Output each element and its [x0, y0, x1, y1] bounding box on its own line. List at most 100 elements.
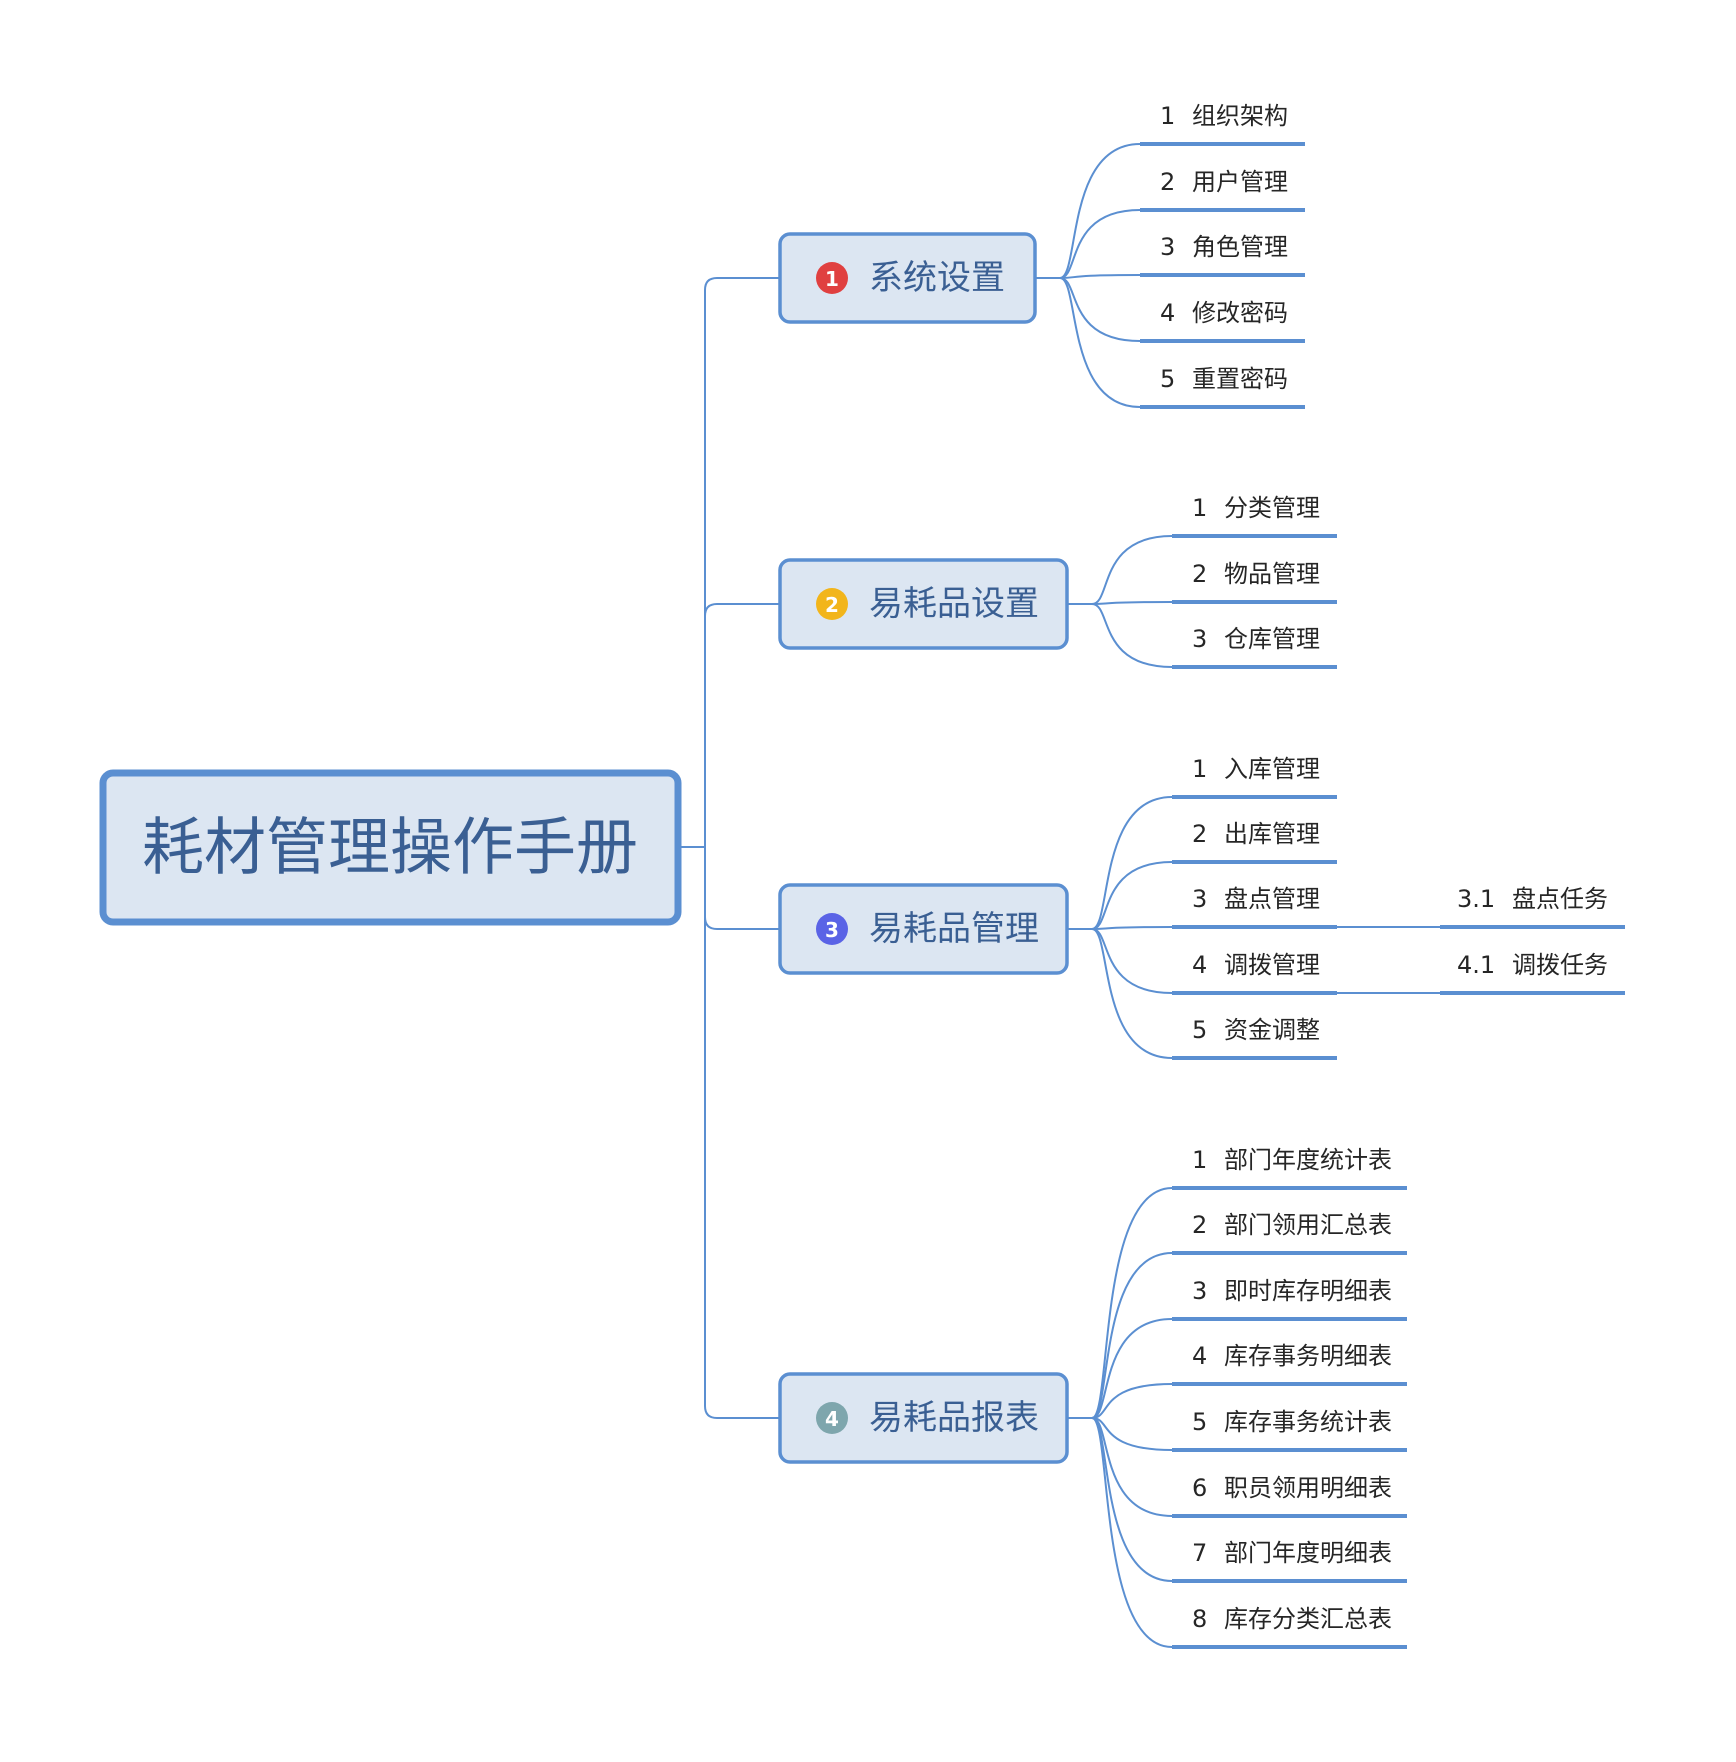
leaf-label: 部门年度明细表	[1224, 1539, 1392, 1567]
leaf-topic[interactable]: 8 库存分类汇总表	[1172, 1605, 1407, 1649]
leaf-topic[interactable]: 4 库存事务明细表	[1172, 1342, 1407, 1386]
leaf-label: 仓库管理	[1224, 625, 1320, 653]
leaf-label: 盘点管理	[1224, 885, 1320, 913]
leaf-topic[interactable]: 3 仓库管理	[1172, 625, 1337, 669]
priority-2-icon	[816, 588, 848, 620]
leaf-label: 职员领用明细表	[1224, 1474, 1392, 1502]
priority-number: 2	[825, 593, 839, 617]
leaf-label: 出库管理	[1224, 820, 1320, 848]
branch-topic-3[interactable]: 3 易耗品管理	[778, 883, 1069, 975]
branch-connector	[704, 1405, 780, 1419]
sub-topic[interactable]: 3.1 盘点任务	[1440, 885, 1625, 929]
leaf-connector	[1091, 1318, 1173, 1419]
branch-label: 系统设置	[869, 258, 1005, 298]
priority-4-icon	[816, 1402, 848, 1434]
leaf-label: 资金调整	[1224, 1016, 1320, 1044]
branch-label: 易耗品管理	[869, 909, 1039, 949]
leaf-label: 分类管理	[1224, 494, 1320, 522]
branch-box	[778, 232, 1037, 324]
leaf-connector	[1091, 926, 1173, 930]
sub-topic[interactable]: 4.1 调拨任务	[1440, 951, 1625, 995]
leaf-label: 修改密码	[1192, 299, 1288, 327]
branch-connector	[704, 277, 780, 291]
leaf-label: 物品管理	[1224, 560, 1320, 588]
leaf-topic[interactable]: 1 部门年度统计表	[1172, 1146, 1407, 1190]
priority-number: 4	[825, 1407, 839, 1431]
leaf-connector	[1091, 1417, 1173, 1648]
leaf-label: 重置密码	[1192, 365, 1288, 393]
sub-label: 盘点任务	[1512, 885, 1608, 913]
priority-3-icon	[816, 913, 848, 945]
sub-number: 3.1	[1457, 885, 1495, 913]
leaf-number: 4	[1192, 1342, 1207, 1370]
leaf-topic[interactable]: 1 组织架构	[1140, 102, 1305, 146]
leaf-label: 库存事务明细表	[1224, 1342, 1392, 1370]
leaf-label: 库存事务统计表	[1224, 1408, 1392, 1436]
leaf-connector	[1091, 1383, 1173, 1419]
leaf-number: 3	[1192, 1277, 1207, 1305]
leaf-connector	[1091, 796, 1173, 930]
leaf-connector	[1059, 274, 1141, 279]
leaf-label: 库存分类汇总表	[1224, 1605, 1392, 1633]
leaf-topic[interactable]: 5 资金调整	[1172, 1016, 1337, 1060]
leaf-number: 7	[1192, 1539, 1207, 1567]
leaf-topic[interactable]: 2 部门领用汇总表	[1172, 1211, 1407, 1255]
leaf-label: 即时库存明细表	[1224, 1277, 1392, 1305]
leaf-topic[interactable]: 3 盘点管理	[1172, 885, 1337, 929]
root-topic[interactable]: 耗材管理操作手册	[99, 769, 682, 926]
leaf-number: 1	[1192, 1146, 1207, 1174]
branch-box	[778, 1372, 1069, 1464]
leaf-topic[interactable]: 6 职员领用明细表	[1172, 1474, 1407, 1518]
leaf-label: 部门领用汇总表	[1224, 1211, 1392, 1239]
branch-box	[778, 883, 1069, 975]
leaf-number: 5	[1192, 1016, 1207, 1044]
leaf-connector	[1091, 928, 1173, 1059]
leaf-connector	[1091, 928, 1173, 994]
leaf-connector	[1091, 1252, 1173, 1419]
leaf-topic[interactable]: 1 入库管理	[1172, 755, 1337, 799]
leaf-topic[interactable]: 2 出库管理	[1172, 820, 1337, 864]
leaf-connector	[1059, 277, 1141, 408]
branch-topic-2[interactable]: 2 易耗品设置	[778, 558, 1069, 650]
branch-label: 易耗品设置	[869, 584, 1039, 624]
leaf-number: 1	[1160, 102, 1175, 130]
sub-label: 调拨任务	[1512, 951, 1608, 979]
leaf-connector	[1091, 535, 1173, 605]
leaf-number: 3	[1192, 885, 1207, 913]
priority-1-icon	[816, 262, 848, 294]
leaf-number: 3	[1192, 625, 1207, 653]
priority-number: 3	[825, 918, 839, 942]
root-title: 耗材管理操作手册	[142, 811, 638, 884]
leaf-number: 2	[1160, 168, 1175, 196]
branch-box	[778, 558, 1069, 650]
leaf-connector	[1059, 143, 1141, 279]
leaf-label: 组织架构	[1192, 102, 1288, 130]
leaf-number: 2	[1192, 1211, 1207, 1239]
leaf-label: 角色管理	[1192, 233, 1288, 261]
leaf-label: 部门年度统计表	[1224, 1146, 1392, 1174]
leaf-number: 2	[1192, 820, 1207, 848]
root-box	[99, 769, 682, 926]
leaf-number: 8	[1192, 1605, 1207, 1633]
leaf-number: 1	[1192, 755, 1207, 783]
branch-connector	[704, 916, 780, 930]
leaf-topic[interactable]: 3 即时库存明细表	[1172, 1277, 1407, 1321]
leaf-topic[interactable]: 4 修改密码	[1140, 299, 1305, 343]
leaf-label: 入库管理	[1224, 755, 1320, 783]
leaf-connector	[1059, 277, 1141, 342]
leaf-number: 4	[1160, 299, 1175, 327]
sub-number: 4.1	[1457, 951, 1495, 979]
leaf-topic[interactable]: 7 部门年度明细表	[1172, 1539, 1407, 1583]
branch-connector	[704, 603, 780, 617]
leaf-number: 6	[1192, 1474, 1207, 1502]
